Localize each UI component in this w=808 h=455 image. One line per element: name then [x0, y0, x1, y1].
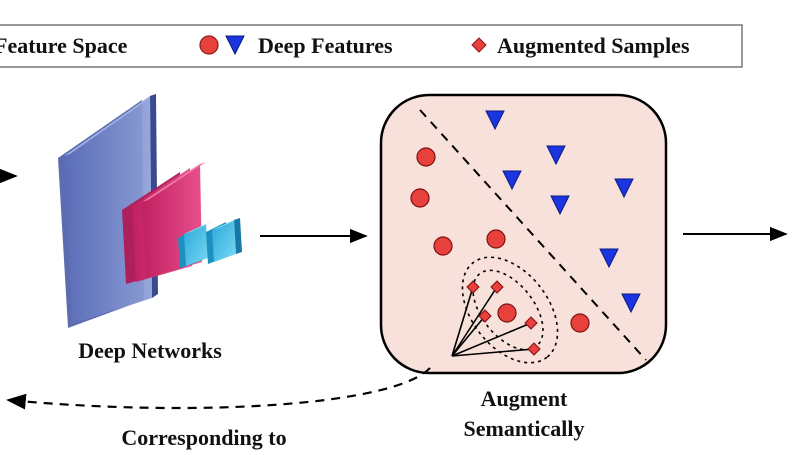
blue-triangle-icon — [614, 178, 634, 199]
legend-frame — [0, 24, 743, 68]
red-circle-icon — [410, 188, 430, 208]
red-diamond-icon — [490, 280, 504, 294]
deep-network-icon — [58, 94, 242, 328]
feature-space-panel — [379, 93, 668, 375]
red-diamond-icon — [478, 309, 492, 323]
red-diamond-icon — [524, 316, 538, 330]
legend: Feature Space Deep Features Augmented Sa… — [0, 24, 743, 68]
feature-space-box — [379, 93, 668, 375]
red-circle-icon — [486, 229, 506, 249]
legend-deep-features: Deep Features — [258, 33, 393, 58]
augment-label-line2: Semantically — [464, 416, 585, 441]
augment-label-line1: Augment — [481, 386, 568, 411]
augmentation-rays — [451, 286, 535, 357]
legend-augmented-samples: Augmented Samples — [497, 33, 690, 58]
legend-red-diamond-icon — [471, 37, 487, 53]
red-circle-icon — [570, 313, 590, 333]
red-diamond-icon — [527, 342, 541, 356]
augmentation-region-outer — [461, 256, 559, 364]
legend-red-circle-icon — [199, 35, 219, 55]
corresponding-label: Corresponding to — [121, 425, 286, 450]
legend-blue-triangle-icon — [225, 35, 245, 56]
blue-triangle-icon — [599, 248, 619, 269]
blue-triangle-icon — [502, 170, 522, 191]
deep-networks-label: Deep Networks — [78, 338, 222, 363]
feedback-arrow — [6, 367, 431, 410]
blue-triangle-icon — [550, 195, 570, 216]
red-circle-icon — [433, 236, 453, 256]
blue-triangle-icon — [546, 145, 566, 166]
legend-feature-space: Feature Space — [0, 33, 128, 58]
blue-triangle-icon — [485, 110, 505, 131]
decision-boundary — [419, 109, 647, 361]
red-circle-icon — [497, 303, 517, 323]
red-circle-icon — [416, 147, 436, 167]
red-diamond-icon — [466, 280, 480, 294]
blue-triangle-icon — [621, 293, 641, 314]
